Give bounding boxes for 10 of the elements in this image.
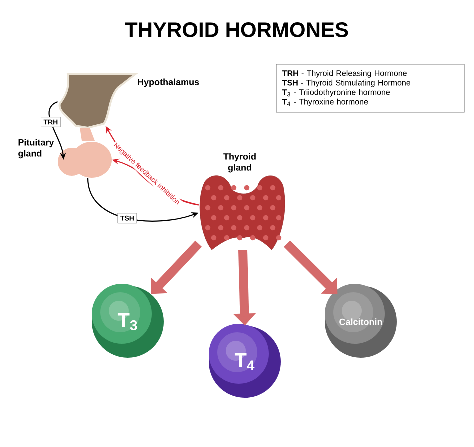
key-box: TRH - Thyroid Releasing Hormone TSH - Thyroid Stimulating Hormone T$_{3}$ - Triiodothyronine hormone T$_{4}$ - Thyroxine hormone — [276, 64, 465, 113]
organ-label: Pituitary gland — [18, 139, 54, 159]
arrow — [151, 240, 202, 294]
arrow — [284, 240, 338, 294]
hormone-sphere: Calcitonin — [325, 284, 397, 358]
hormone-sphere: T$_{3}$ — [92, 284, 164, 358]
organ-label: Hypothalamus — [138, 78, 200, 88]
hormone-sphere: T$_{4}$ — [209, 324, 281, 398]
organ-label: Thyroid gland — [224, 153, 256, 173]
title: THYROID HORMONES — [125, 22, 348, 38]
